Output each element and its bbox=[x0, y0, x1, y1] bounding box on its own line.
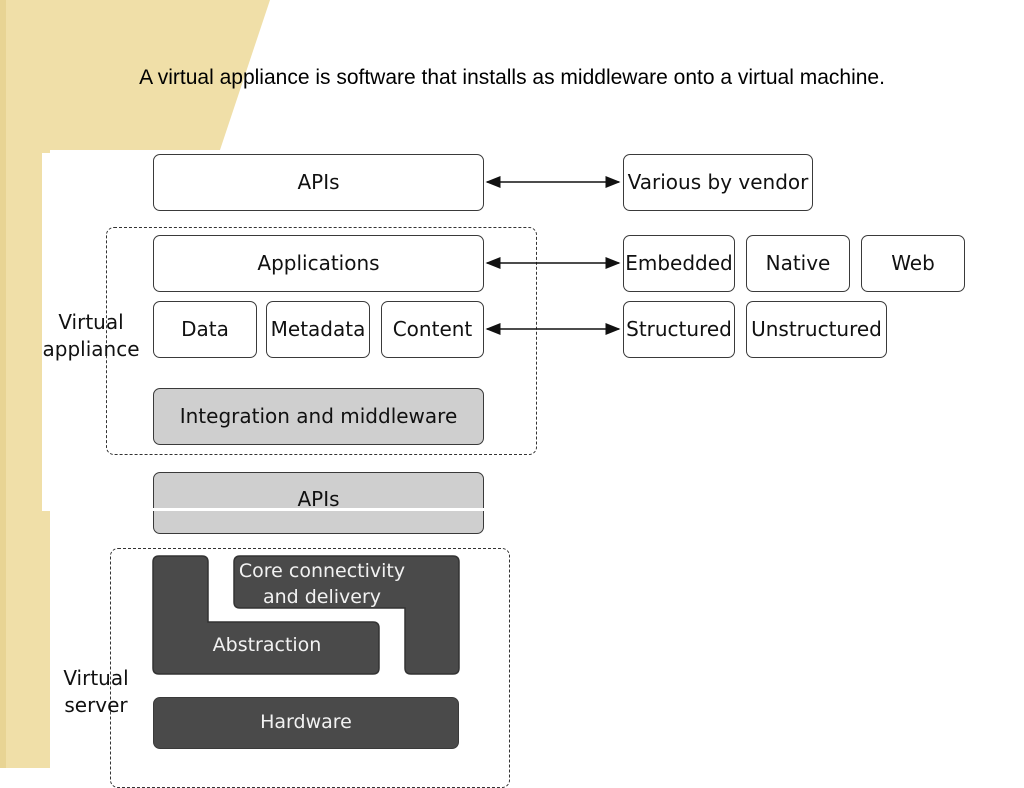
apis-box: APIs bbox=[153, 154, 484, 211]
structured-box: Structured bbox=[623, 301, 735, 358]
core-connectivity-label: Core connectivity and delivery bbox=[238, 560, 406, 608]
virtual-server-label: Virtual server bbox=[63, 666, 129, 717]
background-accent bbox=[0, 0, 270, 768]
virtual-server-blocks bbox=[152, 555, 460, 675]
data-box: Data bbox=[153, 301, 257, 358]
integration-middleware-box: Integration and middleware bbox=[153, 388, 484, 445]
panel-bottom-edge bbox=[42, 508, 542, 511]
slide-title: A virtual appliance is software that ins… bbox=[139, 66, 885, 89]
abstraction-label: Abstraction bbox=[212, 634, 322, 656]
unstructured-box: Unstructured bbox=[746, 301, 887, 358]
embedded-box: Embedded bbox=[623, 235, 735, 292]
metadata-box: Metadata bbox=[266, 301, 370, 358]
virtual-appliance-diagram: APIs Various by vendor Applications Embe… bbox=[42, 153, 965, 788]
content-box: Content bbox=[381, 301, 484, 358]
core-connectivity-shape bbox=[233, 555, 460, 675]
abstraction-shape bbox=[152, 555, 380, 675]
virtual-appliance-group bbox=[106, 227, 537, 455]
applications-box: Applications bbox=[153, 235, 484, 292]
lower-apis-box: APIs bbox=[153, 472, 484, 534]
hardware-box: Hardware bbox=[153, 697, 459, 749]
native-box: Native bbox=[746, 235, 850, 292]
web-box: Web bbox=[861, 235, 965, 292]
various-by-vendor-box: Various by vendor bbox=[623, 154, 813, 211]
connector-arrows bbox=[485, 176, 621, 335]
virtual-appliance-label: Virtual appliance bbox=[42, 310, 140, 361]
